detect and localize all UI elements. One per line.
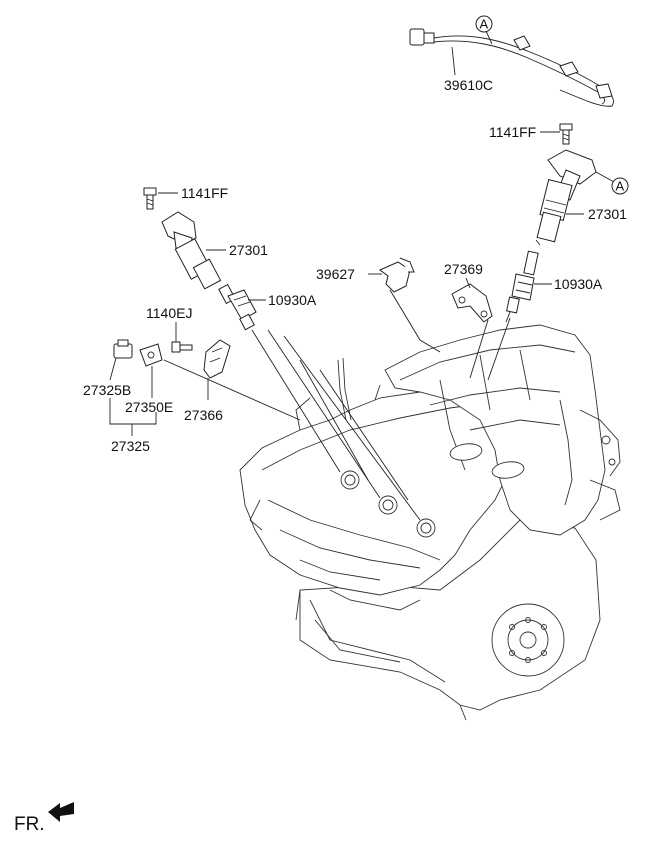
spark-plug-10930a-right[interactable] bbox=[505, 250, 539, 323]
sensor-27325b[interactable] bbox=[113, 339, 133, 359]
ref-circle-a-top bbox=[475, 15, 493, 33]
bracket-27366[interactable] bbox=[203, 339, 231, 379]
label-27325b: 27325B bbox=[83, 382, 131, 398]
install-line-2 bbox=[267, 329, 381, 499]
label-27301-right: 27301 bbox=[588, 206, 627, 222]
bolt-1141ff-right[interactable] bbox=[559, 123, 573, 145]
label-10930a-left: 10930A bbox=[268, 292, 317, 308]
bracket-27369[interactable] bbox=[451, 283, 493, 323]
label-27369: 27369 bbox=[444, 261, 483, 277]
label-39627: 39627 bbox=[316, 266, 355, 282]
leader-27325b bbox=[109, 357, 117, 381]
label-27366: 27366 bbox=[184, 407, 223, 423]
label-27350e: 27350E bbox=[125, 399, 173, 415]
leader-27369 bbox=[465, 277, 471, 289]
leader-27369-engine bbox=[469, 319, 489, 379]
ignition-coil-27301-left[interactable] bbox=[161, 211, 222, 290]
label-1141ff-left: 1141FF bbox=[181, 185, 228, 201]
label-1141ff-right: 1141FF bbox=[489, 124, 536, 140]
leader-39610c bbox=[451, 46, 456, 76]
label-10930a-right: 10930A bbox=[554, 276, 603, 292]
label-39610c: 39610C bbox=[444, 77, 493, 93]
label-27301-left: 27301 bbox=[229, 242, 268, 258]
bolt-1141ff-left[interactable] bbox=[143, 187, 157, 210]
bolt-1140ej[interactable] bbox=[171, 341, 193, 353]
leader-a-top bbox=[485, 30, 493, 45]
spark-plug-10930a-left[interactable] bbox=[218, 283, 257, 331]
ref-label-a-coil: A bbox=[616, 179, 625, 194]
leader-a-coil bbox=[595, 171, 615, 183]
leader-39627-engine bbox=[389, 289, 441, 353]
front-label: FR. bbox=[14, 814, 45, 835]
install-line-5 bbox=[319, 369, 409, 501]
bracket-27325 bbox=[109, 398, 157, 425]
label-1140ej: 1140EJ bbox=[146, 305, 192, 321]
install-line-3 bbox=[283, 335, 421, 521]
install-line-1 bbox=[251, 329, 341, 473]
ignition-coil-27301-right[interactable] bbox=[536, 149, 597, 243]
label-27325: 27325 bbox=[111, 438, 150, 454]
engine-block bbox=[239, 324, 621, 721]
install-line-4 bbox=[299, 359, 369, 481]
bracket-39627[interactable] bbox=[379, 257, 415, 293]
wiring-harness-39610c[interactable] bbox=[409, 28, 614, 107]
ref-circle-a-coil bbox=[611, 177, 629, 195]
leader-right-coil-to-engine bbox=[487, 239, 541, 381]
ref-label-a-top: A bbox=[480, 17, 489, 32]
front-arrow-icon bbox=[48, 802, 74, 822]
install-line-sensor bbox=[163, 359, 301, 421]
bracket-27350e[interactable] bbox=[139, 343, 163, 367]
